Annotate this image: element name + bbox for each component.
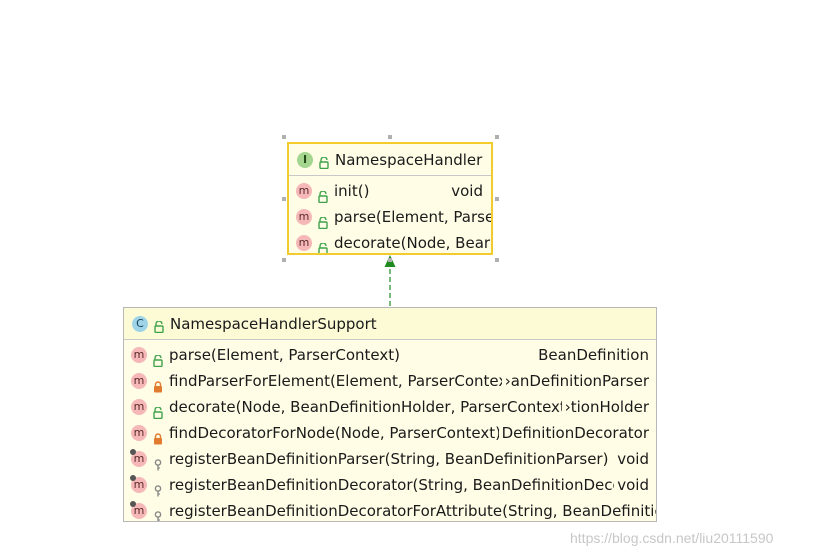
method-icon: m	[131, 425, 147, 441]
unlocked-icon	[318, 237, 328, 253]
member-return-type: void	[451, 182, 483, 200]
method-icon: m	[130, 449, 147, 467]
member-signature: parse(Element, ParserContext)	[169, 346, 400, 364]
interface-icon: I	[297, 151, 313, 168]
unlocked-icon	[153, 349, 163, 368]
locked-icon	[153, 427, 163, 445]
interface-node[interactable]: I NamespaceHandler m init() void m parse(Ele…	[287, 142, 493, 255]
selection-handle[interactable]	[495, 135, 499, 139]
selection-handle[interactable]	[495, 197, 499, 201]
method-icon: m	[130, 475, 147, 493]
unlocked-icon	[154, 318, 164, 333]
member-signature: init()	[334, 182, 370, 200]
selection-handle[interactable]	[282, 197, 286, 201]
class-node[interactable]: C NamespaceHandlerSupport m parse(Element…	[123, 307, 657, 522]
selection-handle[interactable]	[495, 258, 499, 262]
method-icon: m	[130, 501, 147, 519]
method-icon: m	[296, 183, 312, 199]
member-row[interactable]: m registerBeanDefinitionParser(String, Be…	[124, 446, 656, 472]
member-signature: decorate(Node, Bear	[334, 234, 491, 252]
method-icon: m	[131, 399, 147, 415]
interface-name: NamespaceHandler	[335, 150, 483, 169]
selection-handle[interactable]	[282, 258, 286, 262]
selection-handle[interactable]	[282, 135, 286, 139]
selection-handle[interactable]	[388, 135, 392, 139]
key-icon	[153, 453, 163, 471]
class-name: NamespaceHandlerSupport	[170, 314, 377, 333]
method-icon: m	[131, 373, 147, 389]
member-return-type: void	[614, 472, 656, 498]
locked-icon	[153, 375, 163, 393]
member-signature: decorate(Node, BeanDefinitionHolder, Par…	[169, 398, 572, 416]
member-signature: registerBeanDefinitionParser(String, Bea…	[169, 450, 609, 468]
interface-header: I NamespaceHandler	[289, 144, 491, 176]
member-row[interactable]: m parse(Element, Parser	[289, 204, 491, 230]
member-row[interactable]: m decorate(Node, Bear	[289, 230, 491, 253]
watermark: https://blog.csdn.net/liu20111590	[570, 530, 774, 546]
method-icon: m	[296, 209, 312, 225]
key-icon	[153, 479, 163, 497]
member-return-type: ›anDefinitionParser	[501, 368, 656, 394]
static-marker-icon	[130, 475, 136, 481]
member-row[interactable]: m decorate(Node, BeanDefinitionHolder, Pa…	[124, 394, 656, 420]
static-marker-icon	[130, 449, 136, 455]
static-marker-icon	[130, 501, 136, 507]
member-row[interactable]: m registerBeanDefinitionDecorator(String,…	[124, 472, 656, 498]
method-icon: m	[131, 347, 147, 363]
class-header: C NamespaceHandlerSupport	[124, 308, 656, 340]
selection-handle[interactable]	[388, 258, 392, 262]
unlocked-icon	[318, 211, 328, 230]
member-signature: findParserForElement(Element, ParserCont…	[169, 372, 520, 390]
class-members: m parse(Element, ParserContext) BeanDefini…	[124, 340, 656, 521]
member-signature: findDecoratorForNode(Node, ParserContext…	[169, 424, 501, 442]
unlocked-icon	[318, 185, 328, 204]
member-return-type: ›tionHolder	[561, 394, 656, 420]
unlocked-icon	[153, 401, 163, 420]
member-row[interactable]: m findParserForElement(Element, ParserCon…	[124, 368, 656, 394]
unlocked-icon	[319, 154, 329, 169]
member-signature: parse(Element, Parser	[334, 208, 491, 226]
interface-members: m init() void m parse(Element, Parser m decora…	[289, 176, 491, 253]
member-return-type: void	[614, 446, 656, 472]
member-signature: registerBeanDefinitionDecorator(String, …	[169, 476, 656, 494]
member-row[interactable]: m init() void	[289, 178, 491, 204]
member-signature: registerBeanDefinitionDecoratorForAttrib…	[169, 502, 656, 520]
method-icon: m	[296, 235, 312, 251]
key-icon	[153, 505, 163, 521]
class-icon: C	[132, 315, 148, 332]
member-row[interactable]: m registerBeanDefinitionDecoratorForAttri…	[124, 498, 656, 521]
member-return-type: BeanDefinition	[535, 342, 656, 368]
member-row[interactable]: m findDecoratorForNode(Node, ParserContex…	[124, 420, 656, 446]
member-row[interactable]: m parse(Element, ParserContext) BeanDefini…	[124, 342, 656, 368]
member-return-type: DefinitionDecorator	[498, 420, 656, 446]
